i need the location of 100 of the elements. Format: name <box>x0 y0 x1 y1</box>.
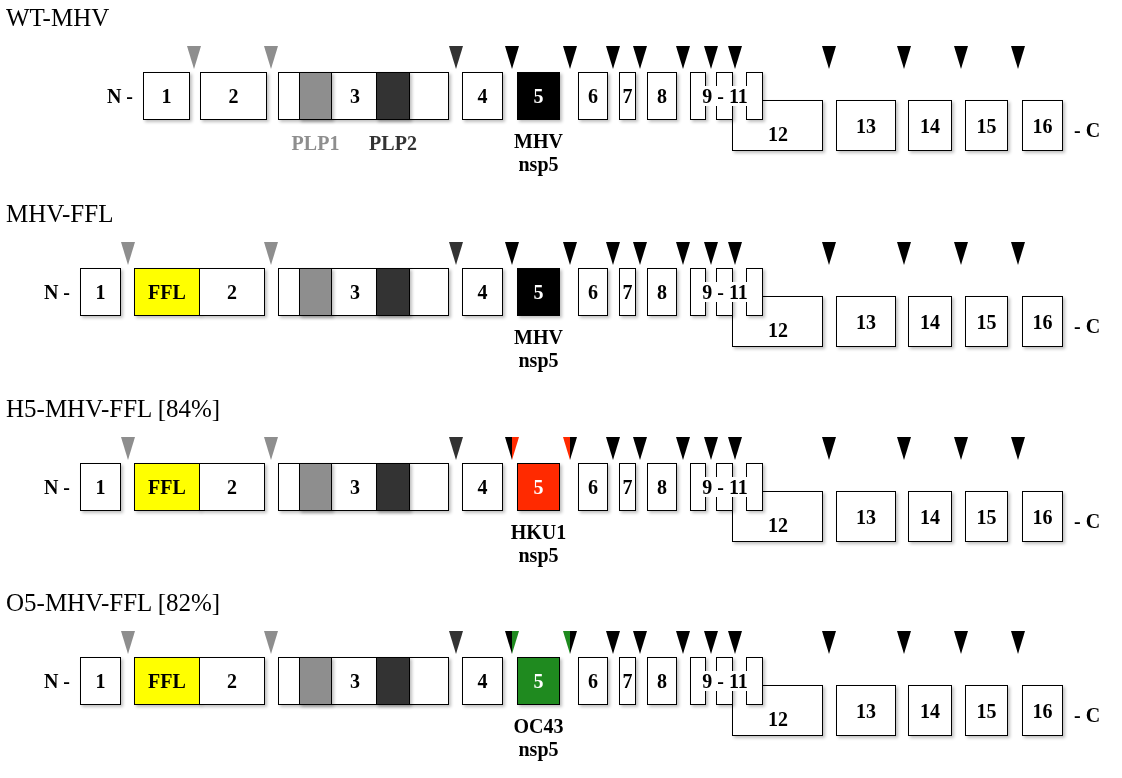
domain-box <box>278 657 449 705</box>
domain-box <box>1022 685 1063 736</box>
domain-box <box>517 72 560 120</box>
protease-domain-box <box>376 71 410 120</box>
domain-number: 5 <box>533 477 544 497</box>
domain-range-label: 9 - 11 <box>701 86 749 106</box>
genome-title: WT-MHV <box>6 4 110 32</box>
domain-box <box>199 657 265 705</box>
domain-number: 8 <box>657 671 667 691</box>
domain-number: 6 <box>588 86 598 106</box>
domain-segment-box <box>746 72 763 120</box>
domain-caption: MHV nsp5 <box>513 326 564 372</box>
domain-number: 15 <box>976 115 997 136</box>
domain-number: 4 <box>477 477 488 497</box>
domain-number: 6 <box>588 671 598 691</box>
domain-number: 5 <box>533 671 544 691</box>
domain-box <box>647 72 677 120</box>
genome-title: MHV-FFL <box>6 200 114 228</box>
domain-number: 16 <box>1032 506 1053 527</box>
domain-number: 15 <box>976 506 997 527</box>
domain-box <box>1022 100 1063 151</box>
domain-box <box>278 72 449 120</box>
domain-number: 3 <box>350 477 360 497</box>
domain-box <box>517 463 560 511</box>
domain-number: 1 <box>95 282 106 302</box>
domain-number: 1 <box>95 477 106 497</box>
domain-box <box>836 100 896 151</box>
domain-box <box>836 296 896 347</box>
domain-range-label: 9 - 11 <box>701 671 749 691</box>
genome-title: O5-MHV-FFL [82%] <box>6 589 221 617</box>
domain-box <box>965 491 1008 542</box>
domain-number: 2 <box>227 282 237 302</box>
domain-number: 7 <box>622 282 633 302</box>
domain-number: 6 <box>588 477 598 497</box>
domain-number: 3 <box>350 671 360 691</box>
domain-number: 7 <box>622 671 633 691</box>
domain-number: 13 <box>856 506 876 527</box>
domain-number: 1 <box>95 671 106 691</box>
domain-box <box>134 268 200 316</box>
domain-caption: PLP1 <box>291 132 340 155</box>
domain-box <box>619 463 636 511</box>
domain-range-label: 9 - 11 <box>701 477 749 497</box>
domain-number: 1 <box>161 86 172 106</box>
domain-number: 14 <box>920 115 940 136</box>
domain-box <box>619 268 636 316</box>
domain-box <box>619 72 636 120</box>
domain-number: FFL <box>148 671 186 691</box>
domain-number: 13 <box>856 115 876 136</box>
domain-caption: PLP2 <box>369 132 417 155</box>
domain-box <box>1022 491 1063 542</box>
domain-box <box>908 685 952 736</box>
domain-number: 12 <box>768 514 788 535</box>
domain-box <box>517 657 560 705</box>
domain-box <box>965 100 1008 151</box>
domain-box <box>647 657 677 705</box>
domain-number: 12 <box>768 708 788 729</box>
terminus-label: - C <box>1074 118 1101 142</box>
domain-range-label: 9 - 11 <box>701 282 749 302</box>
domain-number: 12 <box>768 123 788 144</box>
domain-number: 14 <box>920 311 940 332</box>
domain-box <box>462 72 503 120</box>
domain-box <box>647 463 677 511</box>
domain-box <box>134 657 200 705</box>
domain-number: 5 <box>533 282 544 302</box>
domain-number: 16 <box>1032 700 1053 721</box>
domain-number: 5 <box>533 86 544 106</box>
protease-domain-box <box>299 462 332 511</box>
domain-number: 4 <box>477 671 488 691</box>
domain-box <box>80 463 121 511</box>
domain-box <box>143 72 190 120</box>
domain-number: 14 <box>920 506 940 527</box>
domain-caption: MHV nsp5 <box>513 130 564 176</box>
domain-number: 6 <box>588 282 598 302</box>
domain-number: 7 <box>622 477 633 497</box>
domain-box <box>908 296 952 347</box>
terminus-label: - C <box>1074 509 1101 533</box>
domain-number: 4 <box>477 86 488 106</box>
domain-number: 16 <box>1032 115 1053 136</box>
domain-segment-box <box>746 657 763 705</box>
domain-box <box>278 268 449 316</box>
domain-caption: OC43 nsp5 <box>512 715 565 761</box>
domain-box <box>462 463 503 511</box>
domain-box <box>578 463 608 511</box>
domain-number: 2 <box>227 477 237 497</box>
domain-number: 8 <box>657 477 667 497</box>
terminus-label: N - <box>43 475 70 499</box>
domain-segment-box <box>746 463 763 511</box>
domain-box <box>578 72 608 120</box>
domain-box <box>647 268 677 316</box>
domain-box <box>836 685 896 736</box>
protease-domain-box <box>299 71 332 120</box>
terminus-label: N - <box>43 280 70 304</box>
domain-number: 15 <box>976 700 997 721</box>
domain-box <box>199 268 265 316</box>
terminus-label: N - <box>43 669 70 693</box>
domain-number: 2 <box>228 86 239 106</box>
domain-box <box>517 268 560 316</box>
domain-box <box>199 463 265 511</box>
domain-box <box>80 268 121 316</box>
domain-box <box>908 100 952 151</box>
